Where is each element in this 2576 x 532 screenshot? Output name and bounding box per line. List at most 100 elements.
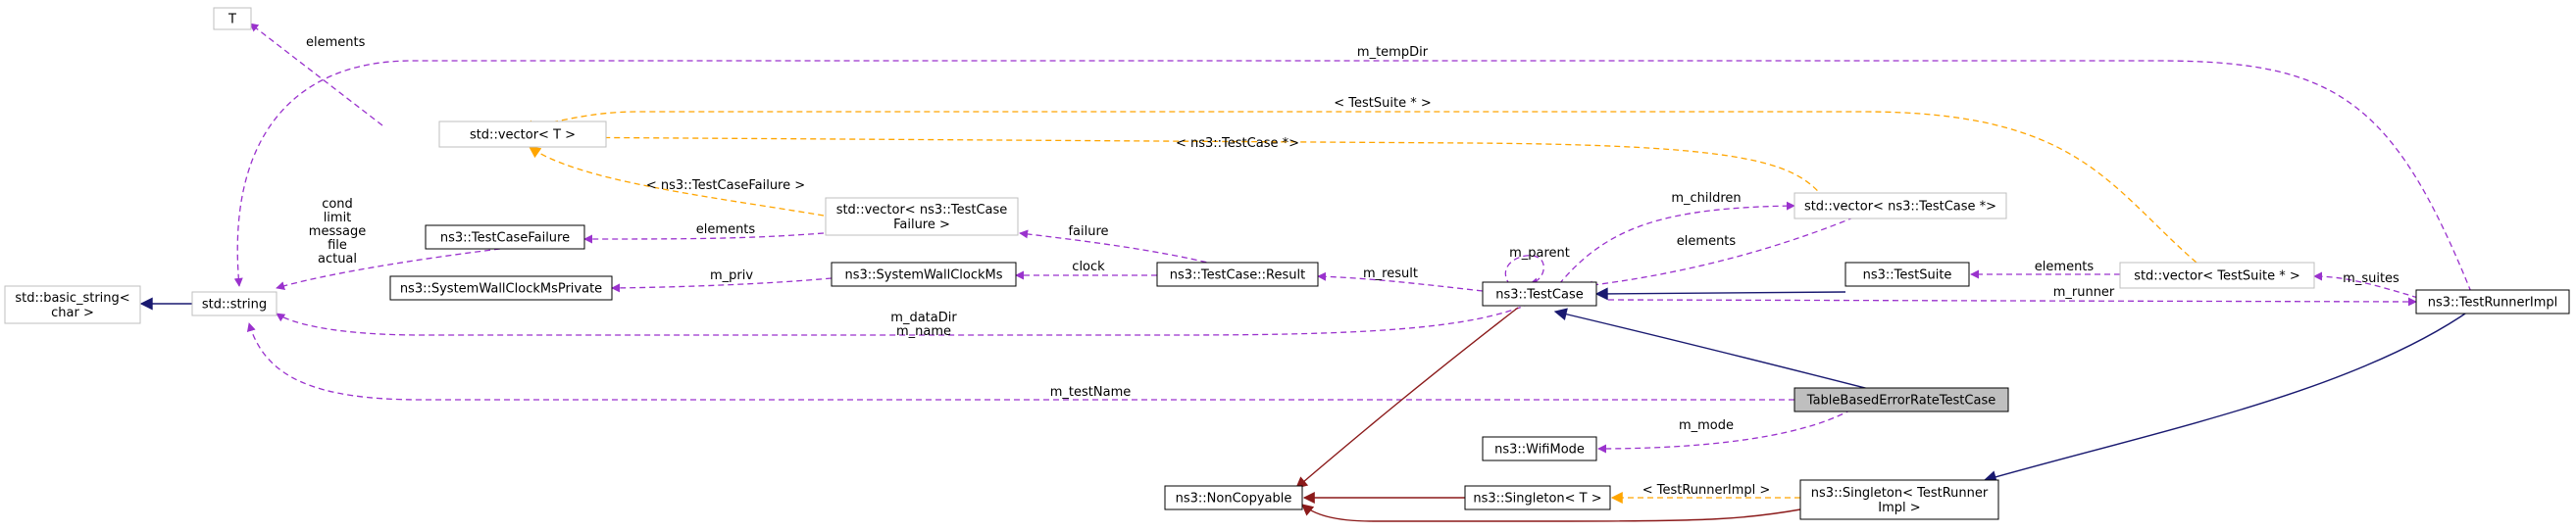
edge-label-m-runner: m_runner [2053,285,2115,300]
node-label: Failure > [893,218,950,232]
node-testsuite[interactable]: ns3::TestSuite [1844,262,1970,287]
edge-label-m-mode: m_mode [1679,418,1734,433]
node-label: std::basic_string< [15,291,129,306]
edge-elements-vector-to-t [249,23,383,126]
node-label: ns3::TestCase [1495,288,1583,303]
edge-testrunnerimpl-inherits-singleton [1983,309,2472,484]
node-systemwallclockmsprivate[interactable]: ns3::SystemWallClockMsPrivate [389,275,613,301]
node-label: std::vector< TestSuite * > [2134,269,2300,284]
edge-template-testcasefailure [529,146,825,217]
node-noncopyable[interactable]: ns3::NonCopyable [1164,485,1303,510]
node-box [2415,289,2570,314]
edge-elements-testcase [1584,213,1864,290]
node-label: ns3::TestCaseFailure [440,231,570,246]
node-singleton-runner[interactable]: ns3::Singleton< TestRunnerImpl > [1799,479,1999,520]
node-label: T [227,13,236,27]
node-label: ns3::TestSuite [1863,268,1952,283]
edge-label-testcasefailure-tpl: < ns3::TestCaseFailure > [646,178,805,193]
node-label: ns3::WifiMode [1494,443,1585,458]
node-label: std::vector< T > [470,128,576,143]
edge-label-m-children: m_children [1671,191,1741,206]
edge-label-elements-suite: elements [2035,260,2095,274]
node-box [1156,262,1319,287]
edge-m-suites [2313,271,2419,299]
edge-label-m-testname: m_testName [1050,385,1131,400]
edge-testcase-inherits-noncopyable [1295,307,1519,489]
edge-template-testsuite [520,111,2197,264]
node-vector-t[interactable]: std::vector< T > [438,121,607,148]
node-box [438,121,607,148]
node-box [213,7,252,30]
node-testrunnerimpl[interactable]: ns3::TestRunnerImpl [2415,289,2570,314]
edge-elements-failure [583,232,825,244]
node-box [425,224,585,250]
node-string[interactable]: std::string [191,291,278,316]
node-label: ns3::Singleton< T > [1473,492,1601,507]
edge-m-datadir-m-name [276,303,1531,336]
node-box [1799,479,1999,520]
edge-m-mode [1597,409,1852,454]
node-label: std::vector< ns3::TestCase [836,203,1008,218]
edge-testcasefailure-to-string [276,248,501,291]
node-label: ns3::NonCopyable [1176,492,1292,507]
edge-singleton-runner-inherits-noncopyable [1301,504,1801,522]
node-label: std::vector< ns3::TestCase *> [1804,200,1996,215]
edge-label-m-parent: m_parent [1509,246,1570,261]
node-box [1164,485,1303,510]
edge-m-result [1317,271,1484,292]
node-box [1844,262,1970,287]
edge-failure [1019,229,1217,266]
node-box [1482,436,1597,461]
node-box [831,262,1017,287]
node-label: Impl > [1878,501,1920,515]
edge-m-tempdir [233,60,2472,293]
edge-label-failure: failure [1068,224,1108,239]
node-box [191,291,278,316]
edge-tablebased-inherits-testcase [1553,308,1874,391]
edge-label-testsuite-ptr: < TestSuite * > [1334,96,1431,111]
node-label: char > [51,306,94,320]
node-label: ns3::TestCase::Result [1170,268,1305,283]
edge-m-parent [1504,255,1544,287]
edge-label-m-tempdir: m_tempDir [1357,45,1429,60]
node-label: std::string [202,298,267,313]
node-box [1793,387,2009,412]
node-result[interactable]: ns3::TestCase::Result [1156,262,1319,287]
node-testcase[interactable]: ns3::TestCase [1482,281,1597,307]
edge-m-testname [246,322,1794,401]
node-vector-testsuite-ptr[interactable]: std::vector< TestSuite * > [2119,262,2315,289]
node-box [4,285,141,324]
node-singleton-t[interactable]: ns3::Singleton< T > [1464,485,1611,510]
node-box [2119,262,2315,289]
edge-label-elements-failure: elements [696,222,756,237]
edge-label-runnerimpl-tpl: < TestRunnerImpl > [1642,483,1771,498]
node-vector-testcase-ptr[interactable]: std::vector< ns3::TestCase *> [1793,192,2007,219]
node-box [1793,192,2007,219]
node-box [1482,281,1597,307]
node-vector-testcasefailure[interactable]: std::vector< ns3::TestCaseFailure > [825,197,1019,236]
node-tablebased[interactable]: TableBasedErrorRateTestCase [1793,387,2009,412]
edge-label-clock: clock [1072,260,1105,274]
node-basic-string[interactable]: std::basic_string<char > [4,285,141,324]
node-box [1464,485,1611,510]
edge-template-testcase [528,131,1825,199]
edge-label-m-result: m_result [1363,266,1418,281]
node-label: TableBasedErrorRateTestCase [1806,394,1995,409]
node-box [825,197,1019,236]
edge-m-runner [1607,297,2417,307]
edge-m-children [1558,201,1795,285]
edge-label-elements-testcase: elements [1677,234,1737,249]
node-testcasefailure[interactable]: ns3::TestCaseFailure [425,224,585,250]
node-label: ns3::Singleton< TestRunner [1811,486,1989,501]
node-label: ns3::SystemWallClockMs [844,268,1002,283]
edge-label-testcase-ptr: < ns3::TestCase *> [1176,136,1299,151]
edge-label-elements-t: elements [306,35,366,50]
edge-testsuite-inherits-testcase [1594,287,1846,301]
node-box [389,275,613,301]
node-wifimode[interactable]: ns3::WifiMode [1482,436,1597,461]
node-systemwallclockms[interactable]: ns3::SystemWallClockMs [831,262,1017,287]
node-t[interactable]: T [213,7,252,30]
